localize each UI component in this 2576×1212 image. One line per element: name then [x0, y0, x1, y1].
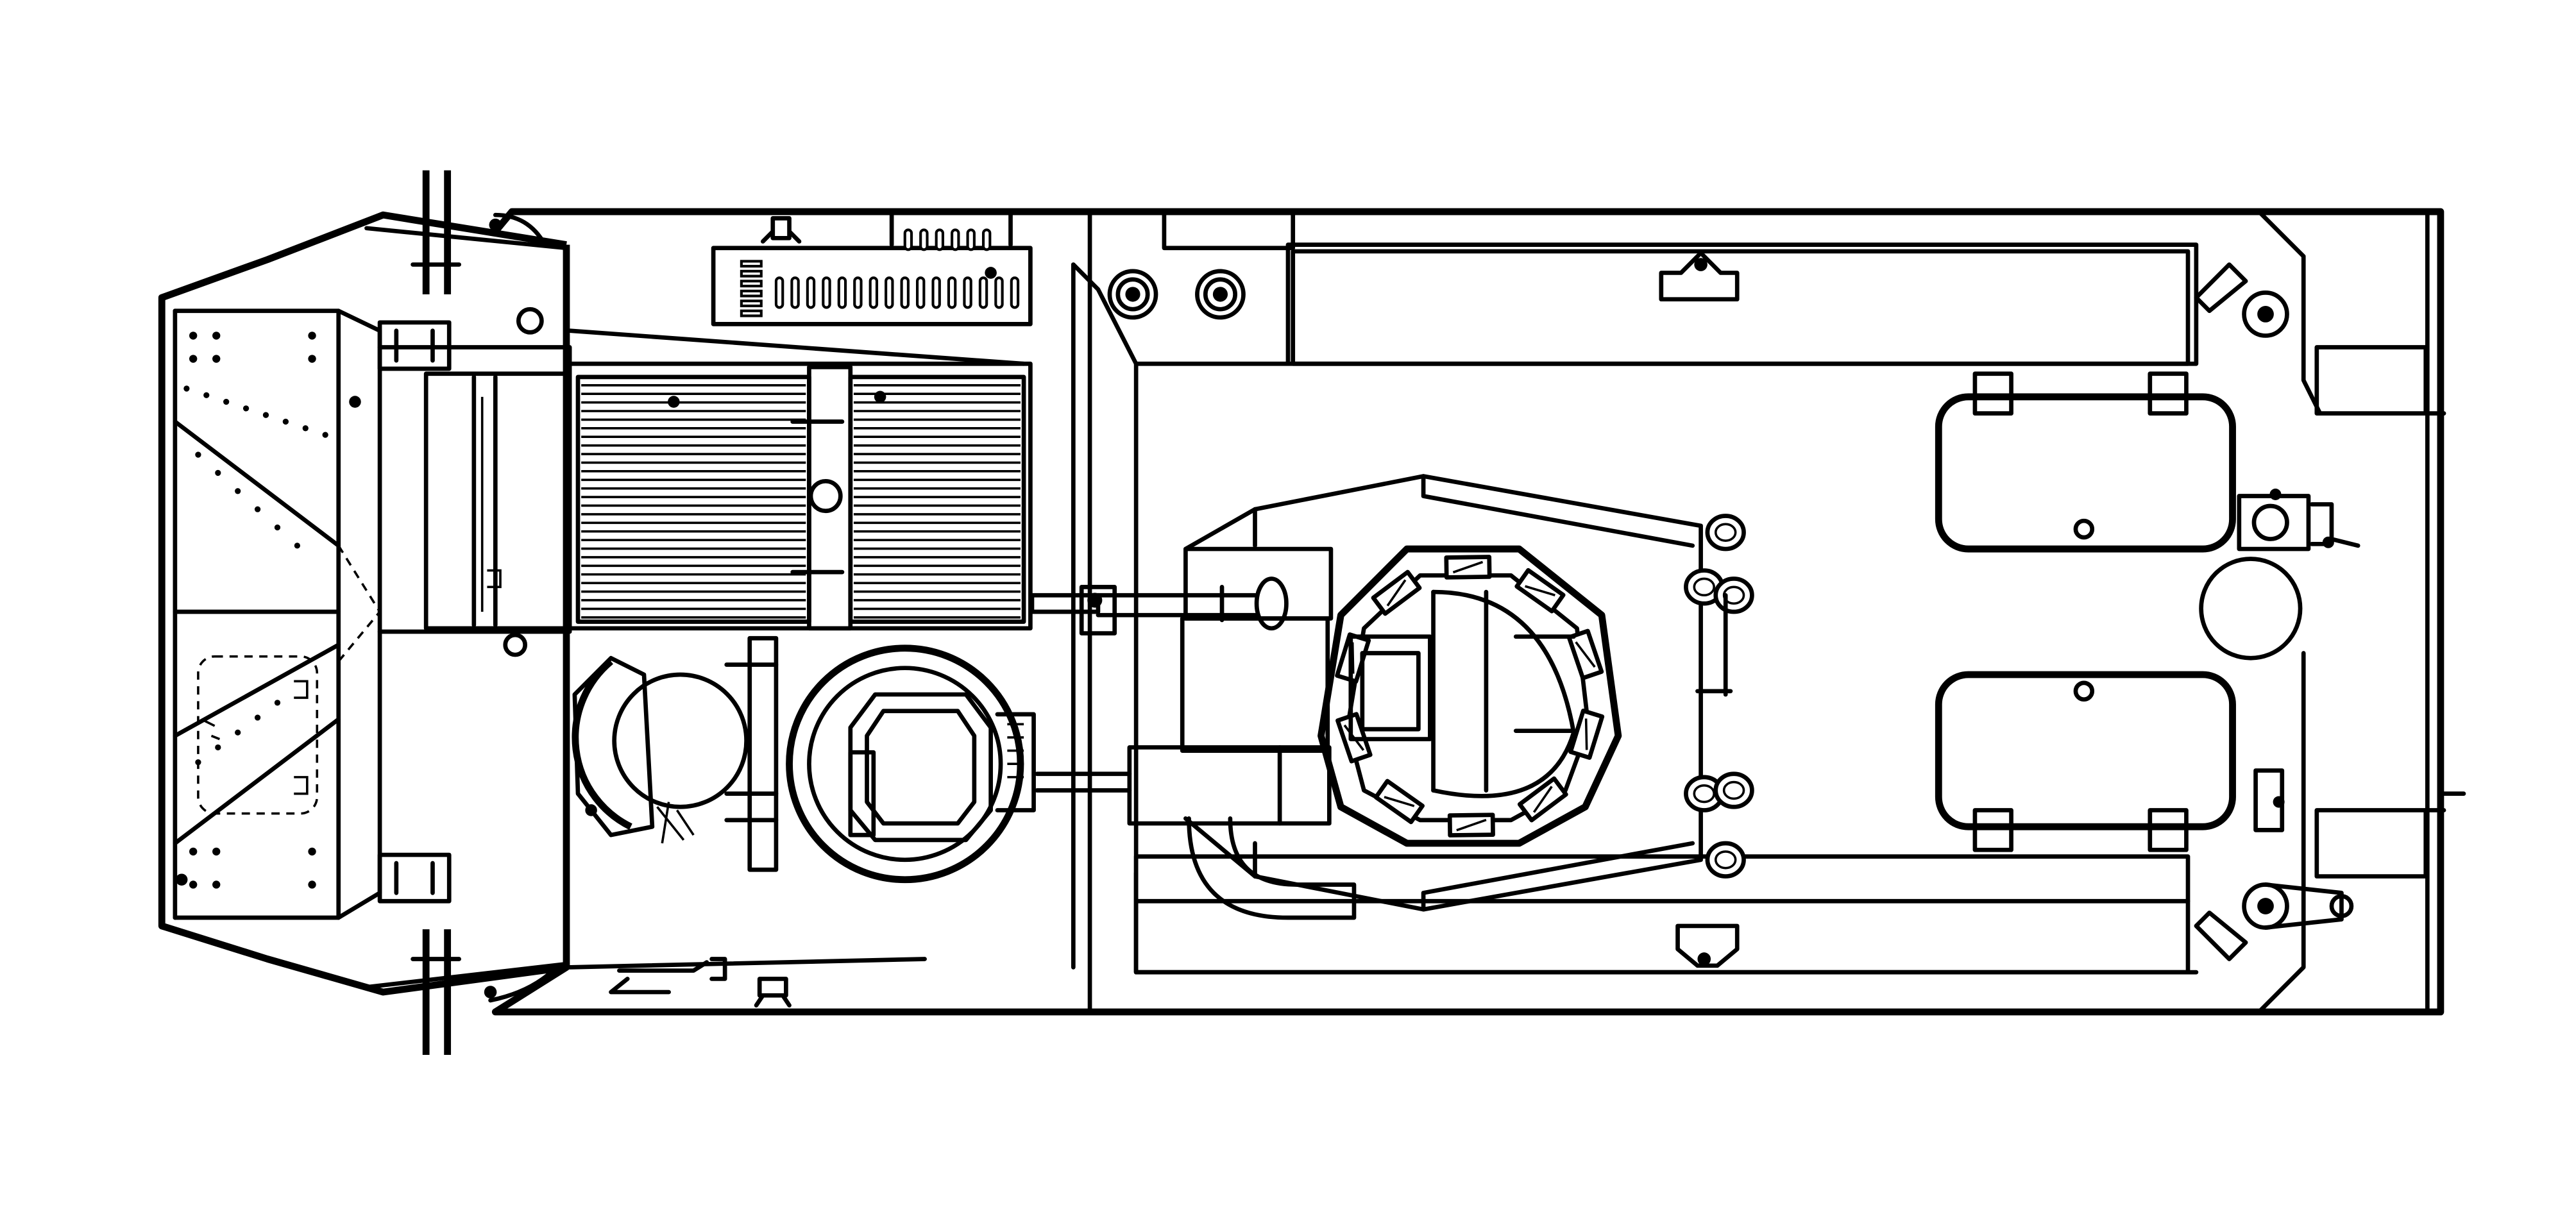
left-round-hatch	[572, 635, 779, 872]
side-stowage-upper	[1291, 249, 2248, 366]
side-stowage-lower	[1133, 854, 2248, 975]
front-armour-plate	[173, 308, 382, 920]
engine-deck	[566, 361, 1033, 631]
grille-centre-handle	[808, 478, 843, 514]
front-plate-fold-line	[337, 544, 382, 662]
rear-hatch-upper	[1935, 371, 2236, 553]
front-fender-supports	[411, 170, 559, 1056]
deck-guide-line-lower	[567, 957, 927, 970]
fighting-compartment-boxes	[1035, 546, 1357, 920]
loader-hatch	[786, 644, 1036, 884]
rear-hatch-lower	[1935, 671, 2236, 852]
smoke-dischargers	[1684, 514, 1754, 879]
driver-compartment-frame	[377, 307, 572, 657]
superstructure	[1183, 474, 1703, 912]
commander-cupola	[1318, 545, 1622, 847]
grille-slats-left	[581, 383, 806, 619]
deck-guide-line	[567, 328, 1026, 366]
rear-tabs	[2425, 411, 2466, 812]
rear-plate-upper	[2257, 209, 2323, 416]
gun-travel-lock	[1030, 577, 1289, 635]
grille-slats-right	[853, 383, 1021, 619]
hull-outline	[158, 208, 2466, 1016]
hull-main-outline	[491, 208, 2445, 1016]
hull-nose-inner	[173, 226, 569, 989]
front-tow-brackets	[377, 320, 452, 904]
hull-nose-outline	[158, 211, 567, 996]
rear-fittings	[2199, 290, 2360, 930]
rear-box-upper	[2314, 345, 2428, 416]
hull-divider	[1071, 209, 2199, 1014]
cupola-hatch	[1348, 634, 1432, 741]
vent-caps	[1107, 269, 1246, 320]
rear-box-lower	[2314, 808, 2428, 879]
nose-access-hatch	[197, 655, 319, 815]
air-intake-box	[711, 212, 1033, 326]
nose-rivets	[175, 332, 361, 889]
pioneer-tools	[609, 957, 792, 1008]
rear-plate-lower	[2257, 651, 2306, 1014]
